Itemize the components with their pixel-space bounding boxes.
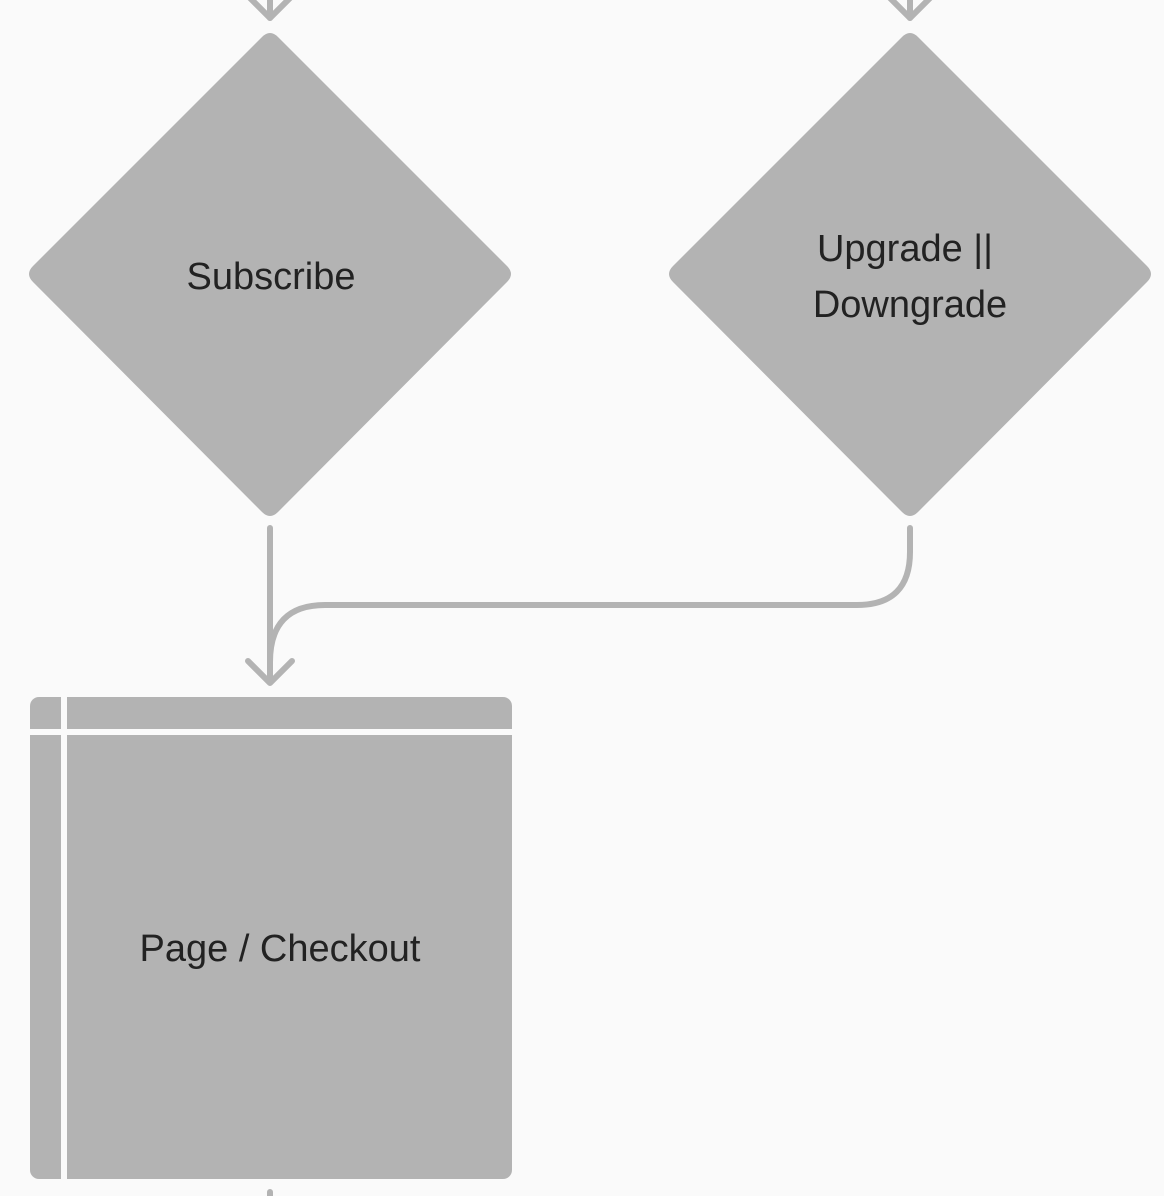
- incoming-arrow-subscribe: [247, 0, 293, 21]
- upgrade-downgrade-diamond-shape: [669, 33, 1151, 516]
- page-checkout-node[interactable]: Page / Checkout: [30, 697, 512, 1179]
- page-checkout-vertical-divider: [61, 697, 67, 1179]
- upgrade-downgrade-label-line2: Downgrade: [813, 284, 1007, 326]
- page-checkout-horizontal-divider: [30, 729, 512, 735]
- arrowhead-into-checkout: [245, 658, 295, 686]
- subscribe-diamond-shape: [29, 33, 511, 516]
- page-checkout-label: Page / Checkout: [140, 928, 421, 970]
- subscribe-decision[interactable]: Subscribe: [29, 33, 511, 516]
- subscribe-label: Subscribe: [187, 256, 356, 298]
- connector-upgrade-to-checkout: [267, 525, 913, 665]
- incoming-arrow-upgrade: [887, 0, 933, 21]
- upgrade-downgrade-decision[interactable]: Upgrade || Downgrade: [669, 33, 1151, 516]
- upgrade-downgrade-label-line1: Upgrade ||: [817, 228, 993, 270]
- page-checkout-shape: [30, 697, 512, 1179]
